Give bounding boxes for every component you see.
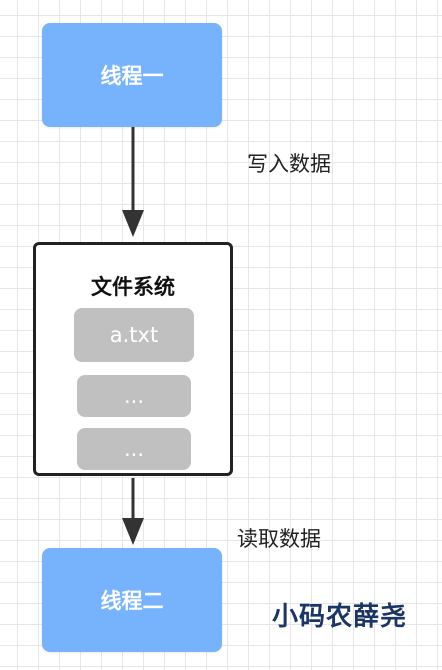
file-block-ellipsis-1: ... (77, 375, 191, 417)
thread-two-box: 线程二 (42, 548, 222, 652)
author-watermark: 小码农薛尧 (272, 602, 408, 632)
file-system-title: 文件系统 (91, 275, 175, 299)
file-ellipsis: ... (123, 384, 145, 408)
thread-one-label: 线程一 (100, 64, 164, 88)
arrow-write (122, 127, 144, 237)
file-block-a-txt: a.txt (74, 308, 194, 362)
thread-two-label: 线程二 (100, 589, 164, 613)
read-data-label: 读取数据 (237, 527, 321, 551)
file-name: a.txt (109, 323, 159, 347)
thread-one-box: 线程一 (42, 23, 222, 127)
file-system-box: 文件系统 a.txt ... ... (33, 242, 233, 476)
file-block-ellipsis-2: ... (77, 428, 191, 470)
file-ellipsis: ... (123, 437, 145, 461)
arrow-read (122, 478, 144, 545)
write-data-label: 写入数据 (247, 152, 331, 176)
